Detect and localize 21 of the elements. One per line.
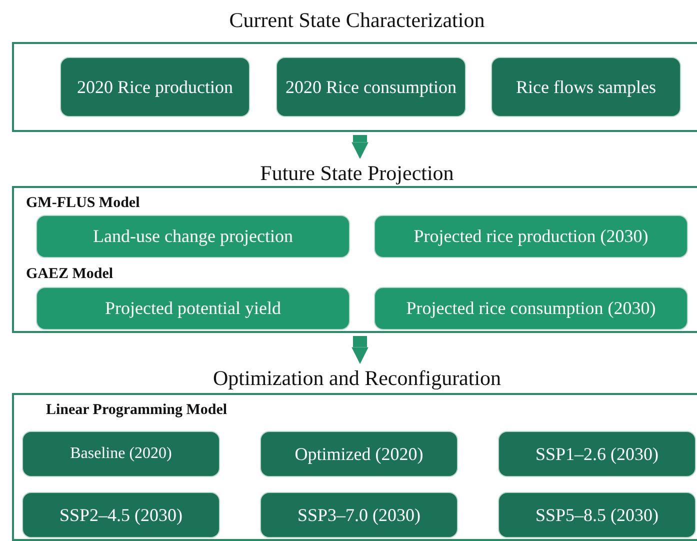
section-heading: Optimization and Reconfiguration (212, 366, 502, 391)
section-heading: Future State Projection (259, 161, 455, 186)
process-box: SSP2–4.5 (2030) (22, 492, 220, 538)
process-box: 2020 Rice consumption (276, 57, 466, 117)
process-box: SSP5–8.5 (2030) (498, 492, 696, 538)
process-box: Projected rice production (2030) (374, 215, 688, 258)
process-box: Baseline (2020) (22, 431, 220, 477)
process-box: Optimized (2020) (260, 431, 458, 477)
process-box: SSP3–7.0 (2030) (260, 492, 458, 538)
process-box: SSP1–2.6 (2030) (498, 431, 696, 477)
process-box: Projected potential yield (36, 287, 350, 330)
model-heading: GM-FLUS Model (26, 195, 140, 212)
process-box: Projected rice consumption (2030) (374, 287, 688, 330)
down-arrow (352, 135, 368, 159)
model-heading: Linear Programming Model (46, 402, 228, 419)
model-heading: GAEZ Model (26, 266, 114, 283)
process-box: Land-use change projection (36, 215, 350, 258)
down-arrow (352, 336, 368, 364)
process-box: 2020 Rice production (60, 57, 250, 117)
process-box: Rice flows samples (491, 57, 681, 117)
section-heading: Current State Characterization (228, 8, 486, 33)
